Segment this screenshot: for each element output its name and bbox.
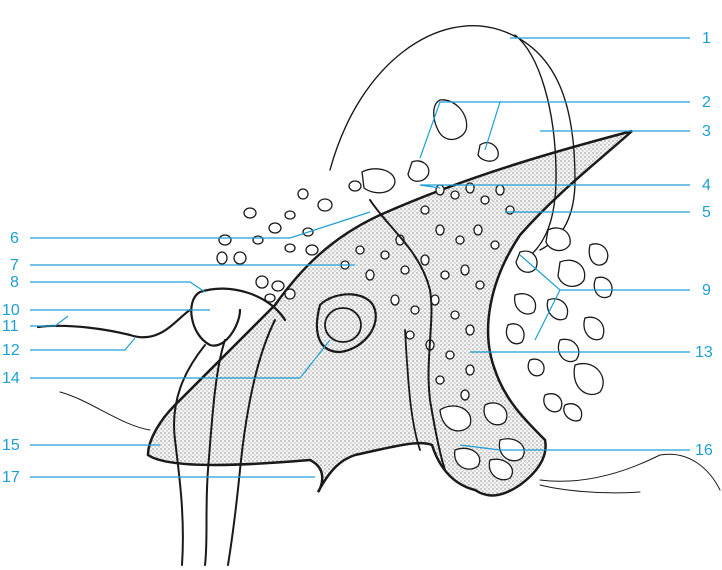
label-1: 1: [702, 30, 711, 47]
lead-line: [38, 310, 190, 337]
label-17: 17: [2, 469, 20, 486]
label-7: 7: [10, 257, 19, 274]
label-3: 3: [702, 123, 711, 140]
label-10: 10: [2, 302, 20, 319]
label-16: 16: [695, 442, 713, 459]
label-4: 4: [702, 177, 711, 194]
label-13: 13: [695, 344, 713, 361]
labels-left: 6 7 8 10 11 12 14 15 17: [2, 230, 20, 486]
label-15: 15: [2, 437, 20, 454]
label-2: 2: [702, 94, 711, 111]
label-8: 8: [10, 274, 19, 291]
label-11: 11: [2, 318, 19, 335]
labels-right: 1 2 3 4 5 9 13 16: [695, 30, 713, 459]
label-9: 9: [702, 282, 711, 299]
label-6: 6: [10, 230, 19, 247]
label-12: 12: [2, 342, 20, 359]
label-5: 5: [702, 204, 711, 221]
label-14: 14: [2, 370, 20, 387]
